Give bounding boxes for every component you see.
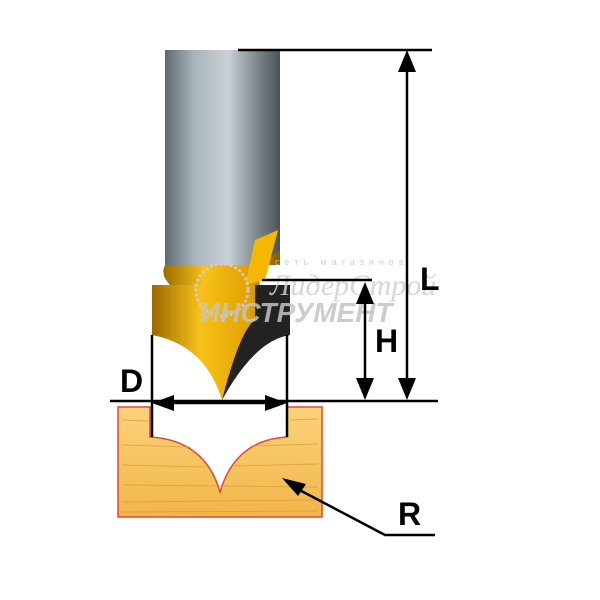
shank [165,50,280,265]
label-L: L [420,261,440,297]
watermark-top: сеть магазинов [275,257,409,267]
label-H: H [375,323,398,359]
arrowheads [152,50,416,496]
carbide-blade [222,285,290,400]
label-R: R [398,496,421,532]
watermark-brand: ЛидерСтрой [269,269,436,302]
workpiece [117,406,323,518]
label-D: D [120,363,143,399]
router-bit [152,50,290,400]
watermark: сеть магазинов ЛидерСтрой ИНСТРУМЕНТ [194,257,436,328]
